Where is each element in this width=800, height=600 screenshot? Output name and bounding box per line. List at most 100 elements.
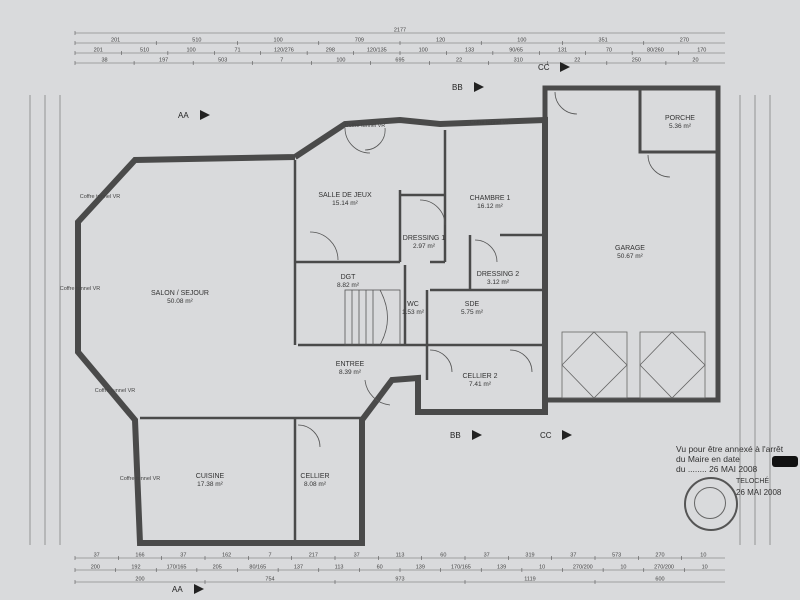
walls: [75, 85, 721, 546]
dimension-value: 7: [280, 58, 283, 64]
dimension-value: 38: [101, 58, 107, 64]
dimension-value: 90/65: [509, 48, 523, 54]
dimension-value: 113: [335, 565, 344, 571]
room-name: PORCHE: [665, 115, 695, 122]
dimension-value: 71: [234, 48, 240, 54]
dimension-value: 137: [294, 565, 303, 571]
dimension-value: 170: [697, 48, 706, 54]
dimension-value: 201: [94, 48, 103, 54]
room-name: CUISINE: [196, 473, 225, 480]
stamp-line-1: Vu pour être annexé à l'arrêt: [676, 444, 784, 454]
dimension-value: 200: [91, 565, 100, 571]
dimension-value: 22: [456, 58, 462, 64]
dimension-value: 60: [440, 553, 446, 559]
window-label: Coffre tunnel VR: [470, 120, 511, 126]
section-label: AA: [172, 585, 183, 594]
dimension-value: 600: [655, 577, 664, 583]
dimension-value: 139: [497, 565, 506, 571]
dimension-value: 10: [539, 565, 545, 571]
dimension-value: 10: [620, 565, 626, 571]
room-name: DRESSING 1: [403, 235, 446, 242]
garage-doors: [561, 331, 706, 399]
room-name: GARAGE: [615, 245, 645, 252]
section-label: AA: [178, 111, 189, 120]
dimension-value: 192: [131, 565, 140, 571]
dimension-value: 60: [377, 565, 383, 571]
doors: [297, 91, 671, 448]
approval-stamp: Vu pour être annexé à l'arrêt du Maire e…: [676, 444, 800, 544]
dimension-value: 113: [396, 553, 405, 559]
room-name: ENTREE: [336, 361, 365, 368]
room-area: 50.67 m²: [617, 253, 643, 260]
dimension-value: 709: [355, 38, 364, 44]
mairie-seal: [684, 477, 738, 531]
staircase: [344, 289, 401, 346]
dimension-value: 510: [140, 48, 149, 54]
stamp-town: TELOCHÉ: [736, 478, 770, 485]
dimension-value: 20: [692, 58, 698, 64]
room-area: 8.08 m²: [304, 481, 327, 488]
room-area: 50.08 m²: [167, 298, 193, 305]
dimension-value: 100: [517, 38, 526, 44]
dimension-value: 170/165: [451, 565, 471, 571]
window-label: Coffre tunnel VR: [120, 476, 161, 482]
dimension-value: 510: [192, 38, 201, 44]
dimension-value: 100: [419, 48, 428, 54]
section-label: BB: [452, 83, 463, 92]
dimension-value: 120/135: [367, 48, 387, 54]
dimension-value: 10: [702, 565, 708, 571]
room-area: 3.12 m²: [487, 279, 510, 286]
dimension-value: 37: [570, 553, 576, 559]
dimension-value: 351: [599, 38, 608, 44]
dimension-value: 695: [395, 58, 404, 64]
room-area: 15.14 m²: [332, 200, 358, 207]
room-area: 16.12 m²: [477, 203, 503, 210]
dimension-value: 80/165: [249, 565, 266, 571]
dimension-value: 162: [222, 553, 231, 559]
dimension-value: 270: [655, 553, 664, 559]
dimension-value: 7: [268, 553, 271, 559]
section-label: CC: [538, 63, 550, 72]
window-label: Coffre tunnel VR: [95, 388, 136, 394]
room-name: DGT: [341, 274, 357, 281]
room-area: 5.36 m²: [669, 123, 692, 130]
porche-wall: [638, 90, 718, 154]
stamp-date: 26 MAI 2008: [736, 488, 782, 497]
dimension-value: 100: [186, 48, 195, 54]
dimension-value: 37: [484, 553, 490, 559]
dimension-value: 70: [606, 48, 612, 54]
room-name: SALON / SEJOUR: [151, 290, 209, 297]
section-arrow-icon: [474, 82, 484, 92]
dimension-value: 270/200: [654, 565, 674, 571]
dimension-value: 205: [213, 565, 222, 571]
dimension-value: 22: [574, 58, 580, 64]
section-label: BB: [450, 431, 461, 440]
dimension-value: 170/165: [167, 565, 187, 571]
section-arrow-icon: [560, 62, 570, 72]
room-name: CELLIER 2: [462, 373, 497, 380]
dimension-value: 120: [436, 38, 445, 44]
dimension-value: 754: [265, 577, 274, 583]
window-label: Coffre tunnel VR: [60, 286, 101, 292]
window-label: Coffre tunnel VR: [345, 123, 386, 129]
exterior-wall-living: [75, 116, 548, 546]
section-label: CC: [540, 431, 552, 440]
section-arrow-icon: [472, 430, 482, 440]
dimension-value: 100: [336, 58, 345, 64]
room-name: CELLIER: [300, 473, 329, 480]
dimension-value: 200: [135, 577, 144, 583]
room-area: 1.53 m²: [402, 309, 425, 316]
redaction-block: [772, 456, 798, 467]
section-markers: AA AA BB BB CC CC: [172, 62, 572, 594]
dimension-value: 270: [680, 38, 689, 44]
dimension-value: 298: [326, 48, 335, 54]
dimension-value: 37: [354, 553, 360, 559]
exterior-wall-garage: [542, 85, 721, 403]
dimension-value: 319: [525, 553, 534, 559]
dimension-value: 131: [558, 48, 567, 54]
room-name: SDE: [465, 301, 480, 308]
room-name: DRESSING 2: [477, 271, 520, 278]
section-arrow-icon: [200, 110, 210, 120]
